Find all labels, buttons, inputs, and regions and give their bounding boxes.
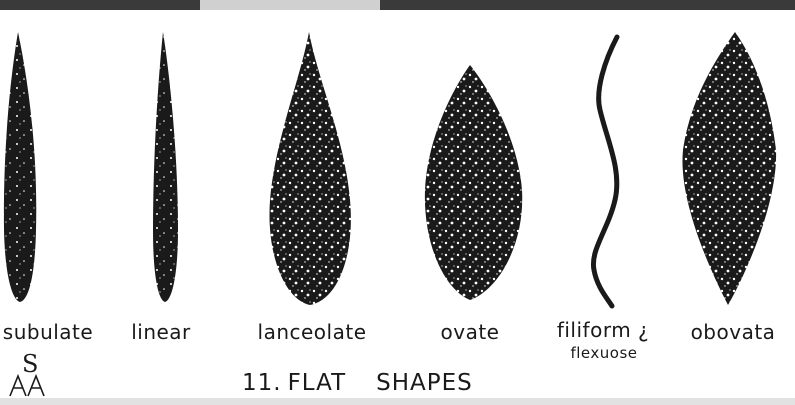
label-lanceolate: lanceolate	[258, 322, 367, 342]
label-obovata: obovata	[691, 322, 776, 342]
label-flexuose: flexuose	[570, 346, 637, 361]
label-filiform: filiform ¿	[557, 320, 649, 340]
title-word-shapes: SHAPES	[376, 370, 473, 396]
lanceolate-shape	[269, 32, 350, 305]
ovate-shape	[425, 65, 522, 300]
plate-title: 11.FLAT SHAPES	[242, 370, 473, 396]
obovata-shape	[682, 32, 776, 305]
label-linear: linear	[131, 322, 191, 342]
plate-number: 11.	[242, 370, 282, 396]
subulate-shape	[4, 32, 36, 302]
svg-text:S: S	[22, 350, 38, 378]
filiform-shape	[593, 37, 617, 306]
label-ovate: ovate	[441, 322, 500, 342]
title-word-flat: FLAT	[288, 370, 347, 396]
linear-shape	[153, 32, 178, 302]
monogram-logo: S	[8, 350, 48, 398]
label-subulate: subulate	[3, 322, 93, 342]
